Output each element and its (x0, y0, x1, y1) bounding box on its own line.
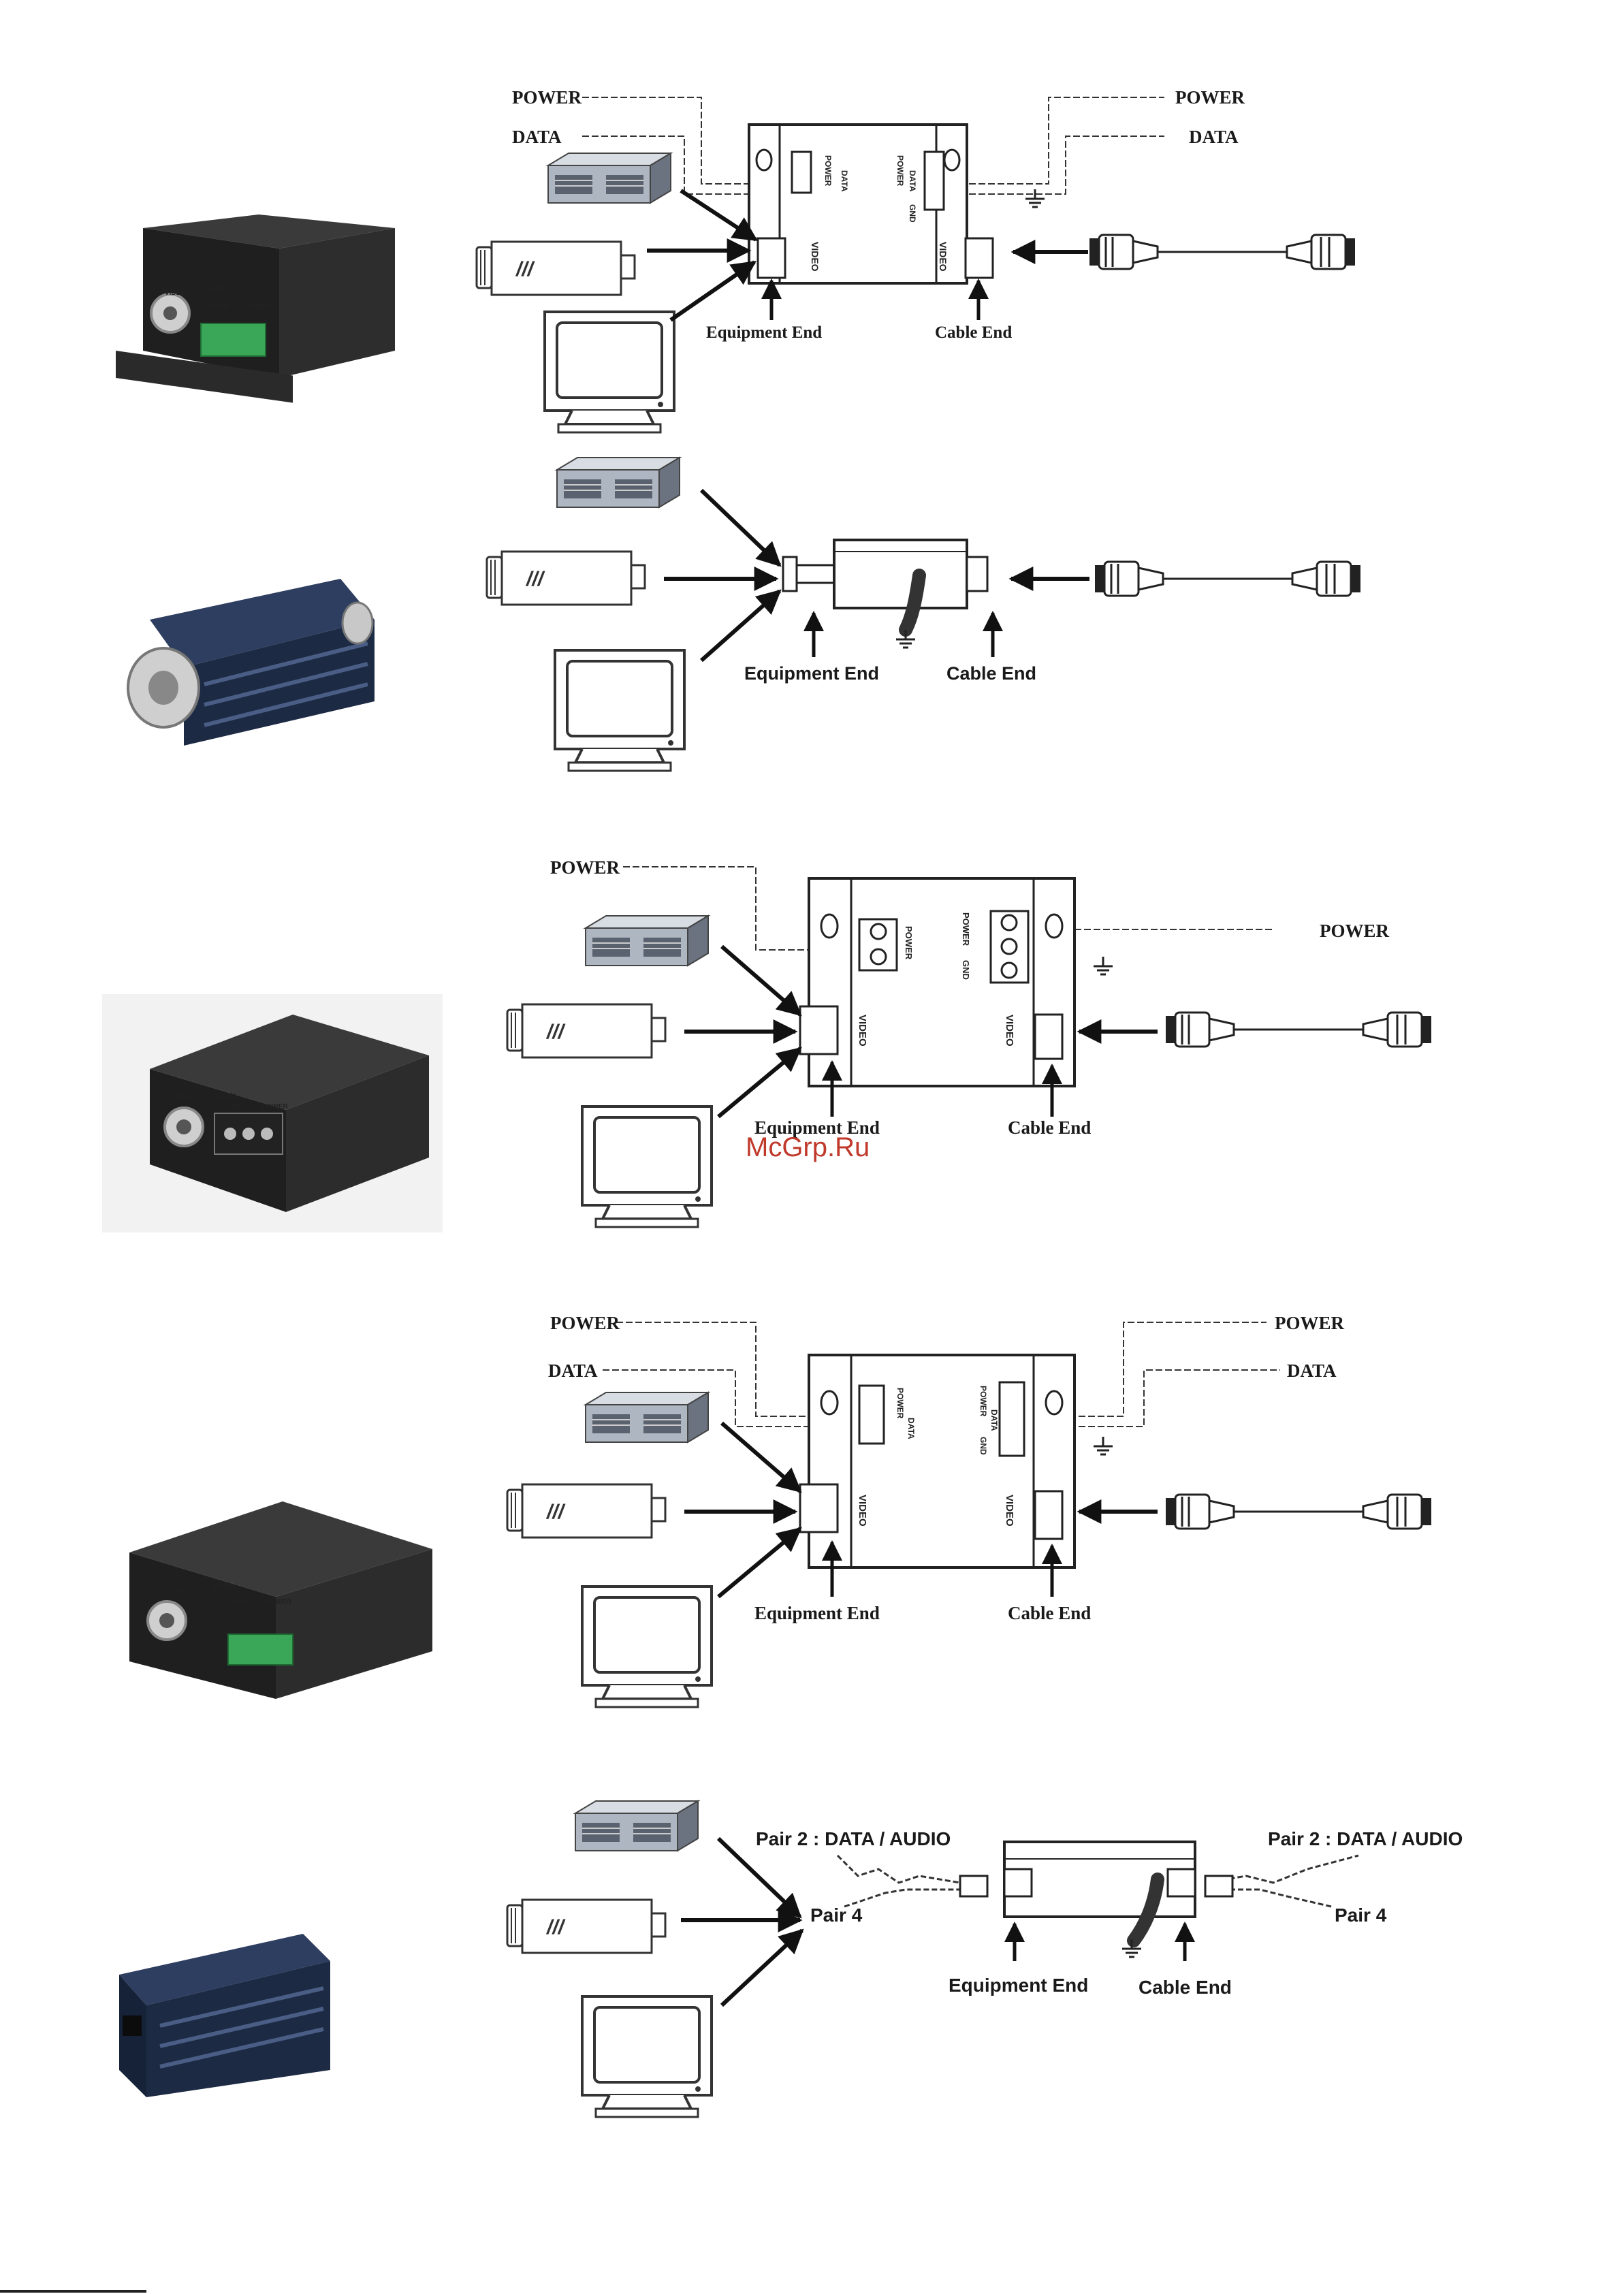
crt-monitor-icon (581, 1995, 713, 2118)
row-4-data-left-label: DATA (548, 1360, 598, 1381)
ground-icon (1024, 188, 1046, 208)
row-2-cable-end-label: Cable End (946, 663, 1036, 684)
photo-4-video-label: VIDEO (170, 1586, 191, 1593)
photo-3-video-label: VIDEO (174, 1094, 195, 1102)
crt-monitor-icon (581, 1585, 713, 1708)
row-3-port-right-gnd: GND (961, 960, 971, 980)
crt-monitor-icon (554, 649, 686, 772)
ground-icon (1092, 955, 1114, 976)
rj45-plug-icon (1204, 1875, 1234, 1898)
row-4-power-left-label: POWER (550, 1313, 620, 1333)
row-2-product-photo (127, 579, 375, 746)
row-5-equipment-end-label: Equipment End (949, 1975, 1088, 1996)
ground-icon (1092, 1435, 1114, 1456)
row-4-equipment-end-label: Equipment End (754, 1603, 880, 1623)
row-1-port-left-data: DATA (840, 170, 849, 192)
row-4-power-right-label: POWER (1275, 1313, 1345, 1333)
row-5-pair-right-label: Pair 2 : DATA / AUDIO (1268, 1828, 1463, 1849)
row-1-surge-protector-video-power-data: VIDEO Cable DATA POWER POWER DATA POWER … (116, 87, 1356, 434)
row-3-video-right-label: VIDEO (1004, 1015, 1015, 1047)
row-2-inline-protector (833, 539, 968, 609)
row-1-port-right-power: POWER (895, 155, 905, 187)
bnc-cable-icon (1088, 234, 1356, 270)
row-3-port-left-power: POWER (904, 926, 914, 960)
row-4-surge-protector-video-power-data: VIDEO Cable DATA POWER POWER DATA POWER … (129, 1313, 1433, 1708)
row-1-port-right-data: DATA (908, 170, 917, 192)
row-3-video-left-label: VIDEO (857, 1015, 868, 1047)
row-4-video-right-label: VIDEO (1004, 1495, 1015, 1527)
photo-3-gnd-label: GND (228, 1103, 243, 1111)
server-rack-icon (556, 457, 680, 508)
row-1-port-left-power: POWER (823, 155, 833, 187)
row-5-rj45-protector (1003, 1841, 1196, 1918)
row-3-surge-protector-video-power: VIDEO Cable GND POWER POWER POWER POWER … (102, 857, 1433, 1232)
row-3-port-right-power: POWER (961, 912, 971, 946)
row-3-equipment-end-label: Equipment End (754, 1117, 880, 1138)
photo-4-data-label: DATA (232, 1598, 249, 1606)
bnc-cable-icon (1094, 560, 1362, 597)
row-1-video-left-label: VIDEO (810, 242, 821, 272)
row-4-protector-box (808, 1354, 1076, 1569)
cctv-camera-icon (506, 1898, 667, 1954)
cctv-camera-icon (485, 550, 646, 606)
row-1-equipment-end-label: Equipment End (706, 323, 822, 342)
row-1-power-right-label: POWER (1175, 87, 1245, 108)
crt-monitor-icon (581, 1105, 713, 1228)
server-rack-icon (585, 915, 709, 966)
row-1-port-right-gnd: GND (908, 204, 917, 223)
photo-1-data-label: DATA (211, 303, 229, 310)
crt-monitor-icon (543, 310, 675, 434)
row-3-product-photo: VIDEO Cable GND POWER (102, 994, 443, 1232)
watermark: McGrp.Ru (746, 1132, 870, 1162)
row-1-data-right-label: DATA (1189, 127, 1239, 147)
server-rack-icon (547, 153, 671, 204)
photo-1-cable-label: Cable (204, 285, 223, 293)
row-3-cable-end-label: Cable End (1008, 1117, 1091, 1138)
row-1-video-right-label: VIDEO (938, 242, 949, 272)
row-4-port-right-gnd: GND (978, 1437, 988, 1455)
cctv-camera-icon (506, 1003, 667, 1059)
row-3-power-left-label: POWER (550, 857, 620, 878)
cctv-camera-icon (475, 240, 636, 296)
photo-4-power-label: POWER (266, 1598, 292, 1606)
row-5-cable-end-label: Cable End (1139, 1977, 1232, 1998)
bnc-cable-icon (1164, 1011, 1433, 1048)
row-1-data-left-label: DATA (512, 127, 562, 147)
row-5-pair-left-label: Pair 2 : DATA / AUDIO (756, 1828, 951, 1849)
photo-1-video-label: VIDEO (165, 289, 186, 297)
photo-4-cable-label: Cable (214, 1583, 234, 1591)
row-3-power-right-label: POWER (1320, 921, 1390, 941)
row-1-cable-end-label: Cable End (935, 323, 1012, 342)
row-5-pair4-right-label: Pair 4 (1335, 1905, 1387, 1926)
row-5-product-photo (119, 1934, 330, 2097)
photo-3-power-label: POWER (262, 1103, 289, 1111)
row-2-equipment-end-label: Equipment End (744, 663, 879, 684)
row-4-port-right-power: POWER (978, 1386, 988, 1417)
row-4-product-photo: VIDEO Cable DATA POWER (129, 1501, 432, 1699)
row-5-pair4-left-label: Pair 4 (810, 1905, 863, 1926)
bnc-cable-icon (1164, 1493, 1433, 1530)
row-4-data-right-label: DATA (1287, 1360, 1337, 1381)
row-1-power-left-label: POWER (512, 87, 582, 108)
row-4-port-left-power: POWER (895, 1388, 905, 1419)
photo-3-cable-label: Cable (218, 1092, 237, 1100)
row-3-protector-box (808, 877, 1076, 1087)
cctv-camera-icon (506, 1483, 667, 1539)
photo-1-power-label: POWER (245, 303, 272, 310)
row-5-surge-protector-rj45: Pair 2 : DATA / AUDIO Pair 4 Pair 2 : DA… (119, 1800, 1463, 2118)
rj45-plug-icon (959, 1875, 989, 1898)
row-2-surge-protector-video: Equipment End Cable End (127, 457, 1362, 772)
row-4-port-right-data: DATA (989, 1409, 999, 1431)
row-4-cable-end-label: Cable End (1008, 1603, 1091, 1623)
row-1-product-photo: VIDEO Cable DATA POWER (116, 214, 395, 403)
ground-icon (895, 628, 917, 649)
row-4-port-left-data: DATA (906, 1418, 916, 1439)
server-rack-icon (575, 1800, 699, 1851)
row-4-video-left-label: VIDEO (857, 1495, 868, 1527)
server-rack-icon (585, 1392, 709, 1443)
